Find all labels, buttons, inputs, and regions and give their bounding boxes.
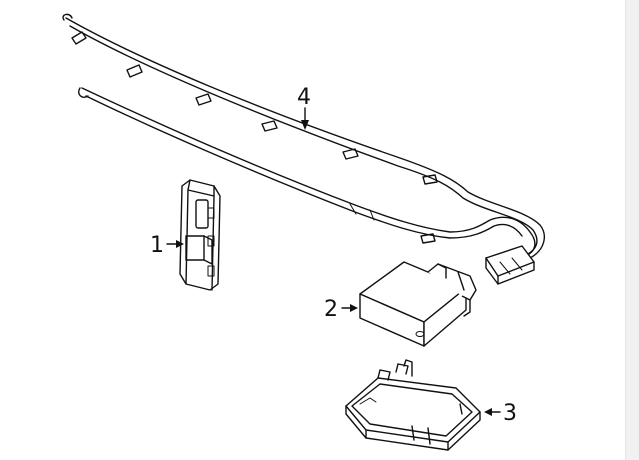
callout-label-2: 2 <box>324 297 338 322</box>
wiring-harness <box>62 13 546 285</box>
callout-label-1: 1 <box>150 233 164 258</box>
callout-label-4: 4 <box>297 85 311 110</box>
harness-clip <box>71 31 438 244</box>
callout-label-3: 3 <box>503 401 517 426</box>
harness-connector <box>485 245 535 285</box>
parts-diagram: 4 1 <box>62 13 546 451</box>
cover-tray <box>345 359 501 451</box>
scrollbar[interactable] <box>625 0 639 460</box>
sensor-bracket <box>166 179 221 291</box>
control-module <box>341 261 477 347</box>
